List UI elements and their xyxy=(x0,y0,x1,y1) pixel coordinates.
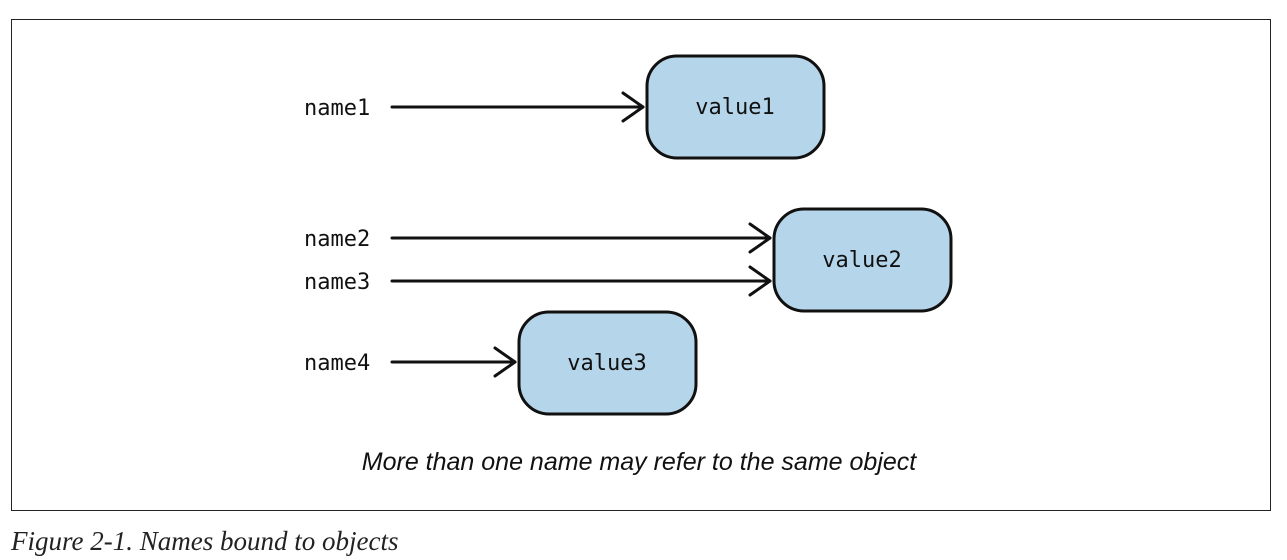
binding-diagram: value1 value2 value3 name1 name2 name3 n… xyxy=(304,54,953,476)
diagram-note: More than one name may refer to the same… xyxy=(362,448,918,476)
value-box-value2: value2 xyxy=(772,207,953,313)
value-box-value3: value3 xyxy=(517,310,698,416)
arrow-name2-value2 xyxy=(390,222,772,254)
arrow-name3-value2 xyxy=(390,265,772,297)
name-label-name4: name4 xyxy=(304,351,370,376)
name-label-name3: name3 xyxy=(304,270,370,295)
value-label: value3 xyxy=(567,351,646,376)
value-label: value2 xyxy=(822,248,901,273)
figure-caption: Figure 2-1. Names bound to objects xyxy=(11,526,399,556)
value-label: value1 xyxy=(695,95,774,120)
name-label-name2: name2 xyxy=(304,227,370,252)
figure-frame xyxy=(11,19,1271,511)
value-box-value1: value1 xyxy=(645,54,826,160)
arrow-name4-value3 xyxy=(390,346,517,378)
name-label-name1: name1 xyxy=(304,96,370,121)
arrow-name1-value1 xyxy=(390,91,645,123)
